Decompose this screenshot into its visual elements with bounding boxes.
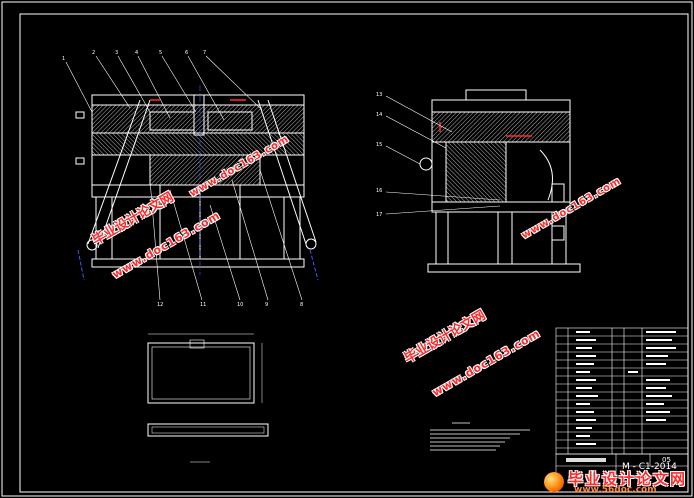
part-label: 5 bbox=[159, 50, 162, 56]
part-label: 12 bbox=[157, 302, 163, 308]
technical-notes bbox=[430, 422, 530, 451]
part-labels-right: 13 14 15 16 17 bbox=[376, 92, 382, 218]
inner-border bbox=[19, 13, 689, 493]
main-section-view bbox=[65, 55, 319, 301]
logo-title: 毕业设计论文网 bbox=[568, 470, 688, 488]
part-label: 6 bbox=[185, 50, 188, 56]
part-label: 1 bbox=[62, 56, 65, 62]
part-label: 7 bbox=[203, 50, 206, 56]
part-label: 17 bbox=[376, 212, 382, 218]
part-label: 2 bbox=[92, 50, 95, 56]
part-label: 15 bbox=[376, 142, 382, 148]
part-label: 11 bbox=[200, 302, 206, 308]
site-logo: 毕业设计论文网 www.56doc.com bbox=[540, 468, 690, 496]
drawing-code: M - C1-2014 bbox=[622, 462, 677, 472]
part-label: 9 bbox=[265, 302, 268, 308]
logo-url: www.56doc.com bbox=[574, 485, 657, 495]
part-label: 10 bbox=[237, 302, 243, 308]
part-label: 16 bbox=[376, 188, 382, 194]
sheet-number: 05 bbox=[662, 456, 671, 464]
part-detail-view bbox=[147, 333, 269, 463]
side-section-view bbox=[385, 89, 581, 273]
part-label: 4 bbox=[135, 50, 138, 56]
part-label: 8 bbox=[300, 302, 303, 308]
part-label: 14 bbox=[376, 112, 382, 118]
globe-icon bbox=[544, 472, 564, 492]
bill-of-materials bbox=[555, 327, 689, 493]
part-label: 13 bbox=[376, 92, 382, 98]
part-labels-left: 1 2 3 4 5 6 7 8 9 10 11 12 bbox=[62, 50, 303, 308]
bom-row-marks bbox=[566, 331, 676, 462]
part-label: 3 bbox=[115, 50, 118, 56]
